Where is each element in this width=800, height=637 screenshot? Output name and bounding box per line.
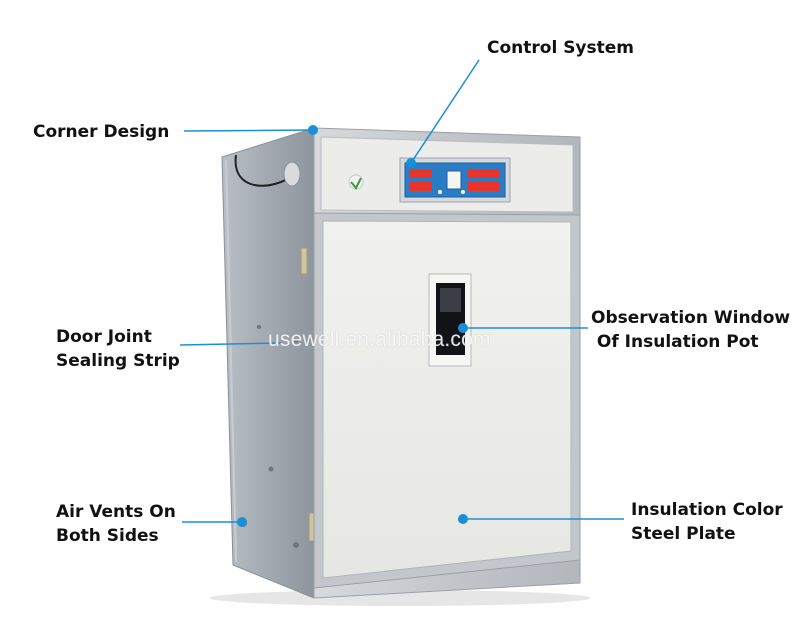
air-vent-hole	[293, 542, 299, 548]
side-screw	[257, 325, 261, 329]
label-text: Control System	[487, 38, 635, 58]
label-line: Insulation Color	[631, 500, 783, 520]
label-line: Both Sides	[56, 526, 159, 546]
brand-logo	[348, 174, 364, 190]
label-line: Air Vents On	[56, 502, 176, 522]
label-observation-window: Observation Window Of Insulation Pot	[591, 306, 790, 354]
side-screw	[268, 466, 274, 472]
side-edge	[225, 159, 237, 563]
callout-dots	[237, 125, 468, 527]
label-line: Of Insulation Pot	[591, 332, 759, 352]
side-screw	[294, 339, 298, 343]
control-display	[399, 157, 511, 203]
label-line: Observation Window	[591, 308, 791, 328]
callout-lines	[179, 59, 624, 523]
label-air-vents: Air Vents On Both Sides	[56, 500, 176, 548]
cable-port	[283, 161, 301, 187]
label-line: Door Joint	[56, 327, 152, 347]
label-corner-design: Corner Design	[33, 120, 169, 144]
label-door-joint: Door Joint Sealing Strip	[56, 325, 180, 373]
label-text: Corner Design	[33, 122, 170, 142]
watermark-text: usewell.en.alibaba.com	[268, 328, 491, 351]
label-insulation-plate: Insulation Color Steel Plate	[631, 498, 783, 546]
observation-window	[428, 273, 472, 367]
label-line: Steel Plate	[631, 524, 736, 544]
label-control-system: Control System	[487, 36, 634, 60]
label-line: Sealing Strip	[56, 351, 180, 371]
top-hinge	[300, 247, 308, 275]
door-panel	[322, 220, 572, 579]
